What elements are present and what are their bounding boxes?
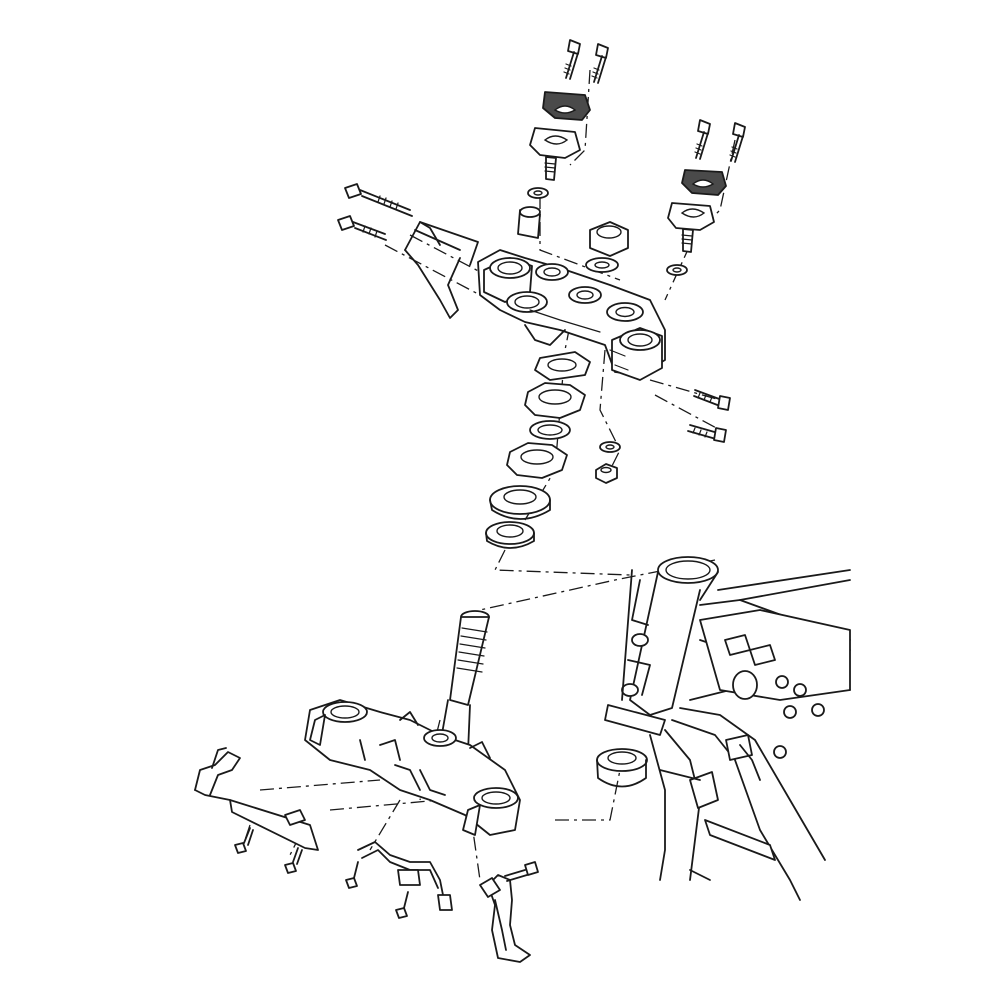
frame-head-tube: [604, 556, 719, 736]
handlebar-clamp-bolt-right: [591, 43, 609, 84]
steering-stem-nut: [589, 221, 629, 257]
handlebar-clamp-upper-left: [542, 91, 591, 121]
small-nut: [595, 463, 618, 484]
bracket-bolt-a: [345, 861, 359, 889]
riser-bushing-left: [517, 206, 541, 239]
bracket-bolt-b: [395, 891, 409, 919]
guide-bolt-b: [284, 847, 303, 874]
locknut-upper: [524, 382, 586, 419]
pinch-bolt-upper-b: [337, 215, 387, 241]
rubber-washer: [529, 420, 571, 440]
lock-washer: [534, 351, 591, 381]
pinch-bolt-upper-a: [344, 183, 413, 217]
upper-triple-clamp: [477, 249, 666, 381]
frame: [649, 569, 851, 901]
bearing-race: [485, 521, 535, 549]
bearing-lower: [596, 748, 648, 788]
cable-guide-bracket: [357, 841, 453, 911]
brake-hose-guide-upper: [404, 221, 479, 319]
bearing-upper: [489, 485, 551, 520]
small-washer: [599, 441, 621, 453]
pinch-bolt-lower-b: [687, 424, 727, 443]
handlebar-clamp-lower-right: [667, 202, 715, 253]
riser-washer-left: [527, 187, 549, 199]
brake-hose-guide-lower: [194, 747, 319, 851]
steering-stem: [439, 610, 490, 753]
handlebar-clamp-lower-left: [529, 127, 581, 181]
handlebar-clamp-bolt-right-pair-b: [729, 122, 746, 163]
locknut-lower: [506, 442, 568, 479]
stem-nut-washer: [585, 257, 619, 273]
lower-triple-clamp: [304, 699, 521, 836]
riser-washer-right: [666, 264, 688, 276]
handlebar-clamp-upper-right: [681, 169, 727, 196]
guide-bolt-a: [234, 827, 254, 854]
pinch-bolt-lower-a: [693, 389, 731, 411]
handlebar-clamp-bolt-right-pair-a: [694, 119, 711, 160]
handlebar-clamp-bolt-left: [563, 39, 581, 80]
hose-clamp-bolt: [504, 861, 539, 882]
hose-clamp: [479, 874, 531, 963]
